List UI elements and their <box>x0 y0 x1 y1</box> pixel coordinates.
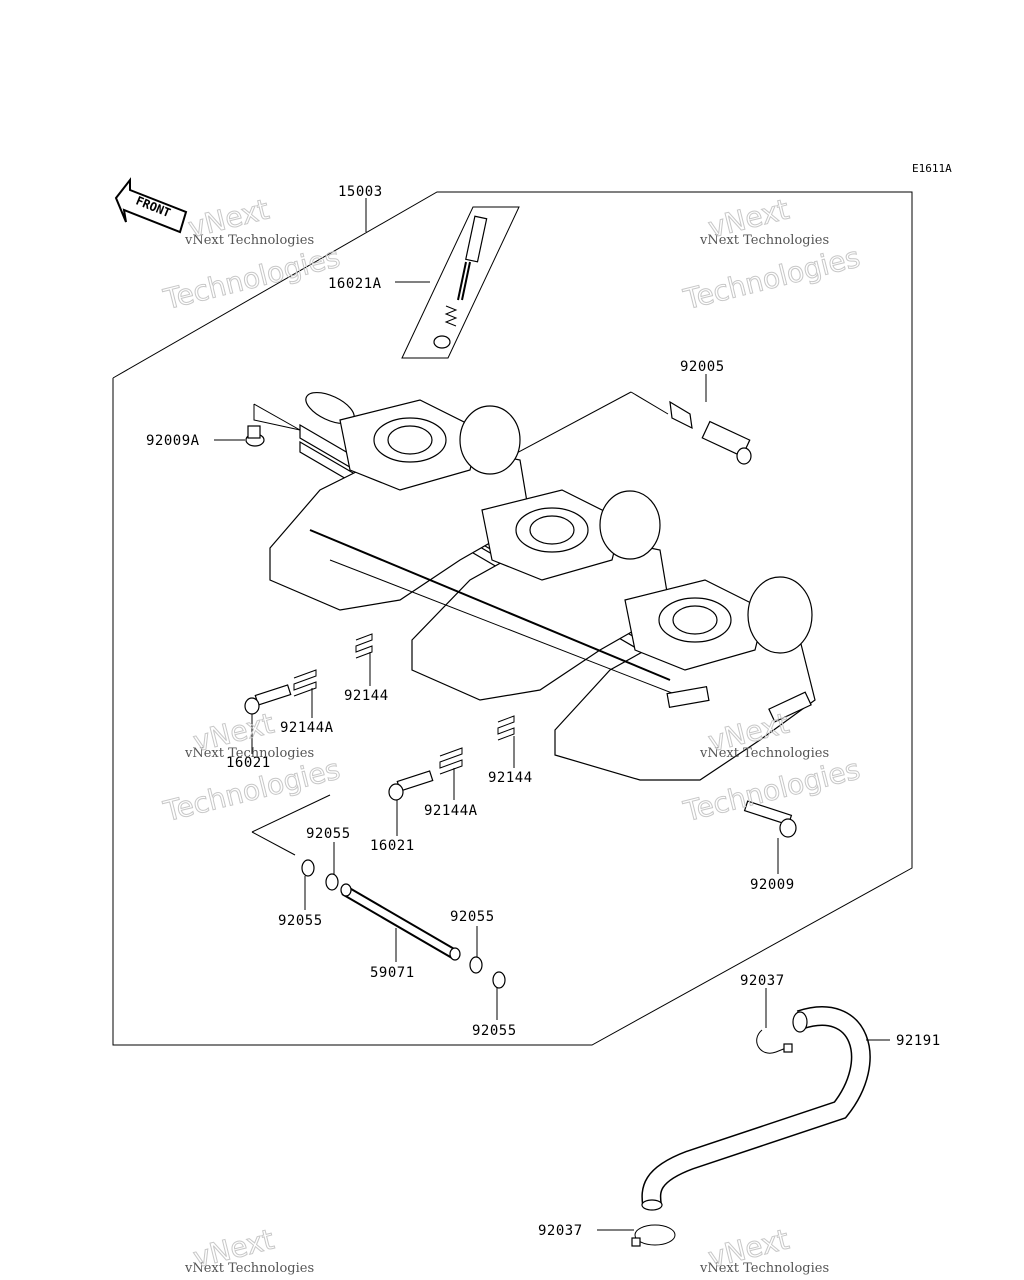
screw-part-16021-b <box>388 770 434 801</box>
callout-92009: 92009 <box>750 877 795 893</box>
59071-bracket-top <box>251 794 331 833</box>
callout-92055-c: 92055 <box>450 909 495 925</box>
screw-part-92009a <box>245 425 265 447</box>
o-ring-icon <box>469 956 483 974</box>
screw-part-16021-a <box>244 684 292 715</box>
watermark: vNext Technologies vNext Technologies <box>679 192 863 317</box>
callout-16021a: 16021A <box>328 276 382 292</box>
16021a-group-box <box>401 206 520 359</box>
assembly-outline <box>112 191 913 1046</box>
spring-part-92144a-a <box>293 669 317 697</box>
92005-bracket-line <box>630 391 669 415</box>
front-arrow-icon: FRONT <box>114 177 188 234</box>
svg-text:Technologies: Technologies <box>680 240 863 316</box>
callout-92037-a: 92037 <box>740 973 785 989</box>
carburetor-assembly <box>269 391 816 781</box>
o-ring-icon <box>492 971 506 989</box>
screw-part-92009 <box>743 800 797 838</box>
spring-part-92144-a <box>355 633 373 659</box>
callout-92144-b: 92144 <box>488 770 533 786</box>
diagram-code: E1611A <box>912 162 952 175</box>
callout-16021-a: 16021 <box>226 755 271 771</box>
watermark: vNext Technologies vNext <box>184 1222 314 1276</box>
cover-part-92005 <box>669 400 752 465</box>
59071-bracket <box>251 831 296 856</box>
svg-text:Technologies: Technologies <box>160 240 343 316</box>
callout-92191: 92191 <box>896 1033 941 1049</box>
clamp-part-92037-a <box>756 1029 793 1054</box>
svg-text:vNext Technologies: vNext Technologies <box>699 746 829 761</box>
callout-16021-b: 16021 <box>370 838 415 854</box>
svg-text:vNext Technologies: vNext Technologies <box>184 746 314 761</box>
spring-part-92144a-b <box>439 747 463 775</box>
svg-text:vNext Technologies: vNext Technologies <box>699 233 829 248</box>
clamp-part-92037-b <box>631 1224 676 1247</box>
pipe-part-59071 <box>301 859 506 989</box>
callout-92005: 92005 <box>680 359 725 375</box>
callout-92037-b: 92037 <box>538 1223 583 1239</box>
watermark: vNext Technologies vNext <box>699 1222 829 1276</box>
92009a-bracket-line <box>253 403 301 431</box>
callout-92144a-a: 92144A <box>280 720 334 736</box>
callout-92009a: 92009A <box>146 433 200 449</box>
pilot-screw-part-16021a <box>433 215 488 349</box>
callout-92055-b: 92055 <box>278 913 323 929</box>
92005-bracket <box>497 391 632 464</box>
92009a-bracket <box>253 404 301 431</box>
callout-15003: 15003 <box>338 184 383 200</box>
watermark: vNext Technologies vNext Technologies <box>159 192 343 317</box>
hose-part-92191 <box>641 1006 871 1211</box>
callout-92144-a: 92144 <box>344 688 389 704</box>
leader-lines <box>214 198 890 1231</box>
callout-92055-d: 92055 <box>472 1023 517 1039</box>
svg-text:vNext Technologies: vNext Technologies <box>699 1261 829 1276</box>
callout-92055-a: 92055 <box>306 826 351 842</box>
svg-text:vNext Technologies: vNext Technologies <box>184 1261 314 1276</box>
o-ring-icon <box>325 873 339 891</box>
spring-part-92144-b <box>497 715 515 741</box>
callout-59071: 59071 <box>370 965 415 981</box>
svg-text:vNext Technologies: vNext Technologies <box>184 233 314 248</box>
callout-92144a-b: 92144A <box>424 803 478 819</box>
o-ring-icon <box>301 859 315 877</box>
